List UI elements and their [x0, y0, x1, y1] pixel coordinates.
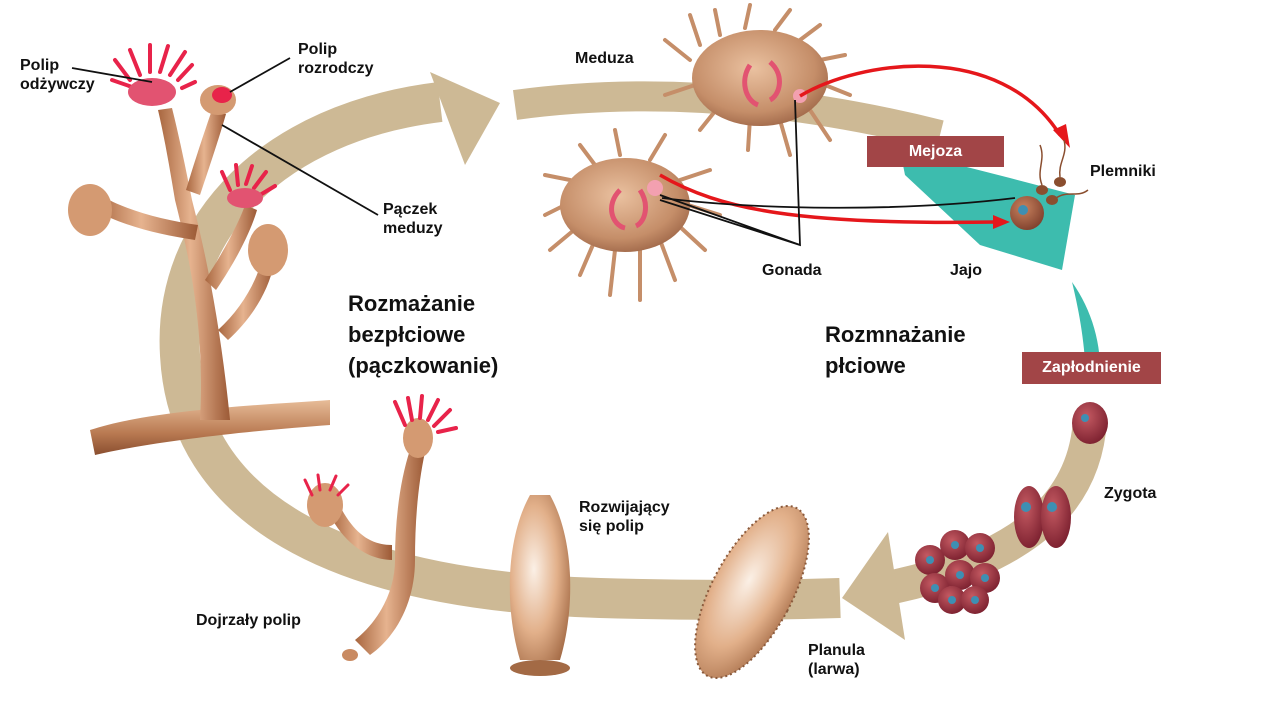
phase-sexual: Rozmnażanie płciowe [825, 322, 966, 378]
process-fertilization: Zapłodnienie [1022, 352, 1161, 384]
teal-arrow-meiosis [900, 150, 1075, 270]
label-feeding-polyp: Polip odżywczy [20, 57, 95, 93]
mature-polyp [303, 394, 458, 661]
sperm-red-arrowhead [1053, 124, 1070, 148]
label-mature-polyp: Dojrzały polip [196, 612, 301, 629]
planula-larva [694, 505, 810, 679]
label-medusa-bud: Pączek meduzy [383, 201, 443, 237]
sperm-cells [1036, 139, 1089, 205]
callout-reproductive-polyp [229, 57, 291, 93]
egg-callout-line [661, 197, 1016, 209]
morula [915, 530, 1000, 614]
label-zygote: Zygota [1104, 485, 1157, 502]
label-reproductive-polyp: Polip rozrodczy [298, 41, 374, 77]
developing-polyp [509, 495, 571, 676]
medusa-bottom [543, 128, 722, 302]
gonad-callout-lines [659, 99, 801, 247]
sperm-red-arrow [799, 64, 1062, 136]
medusa-top [663, 3, 852, 157]
zygote-two-cell [1014, 486, 1071, 548]
callout-medusa-bud [221, 124, 379, 216]
label-medusa: Meduza [575, 50, 634, 67]
callout-feeding-polyp [71, 67, 153, 83]
egg-red-arrow [659, 173, 996, 225]
process-meiosis: Mejoza [867, 136, 1004, 167]
egg-nucleus [1018, 205, 1028, 215]
label-planula: Planula (larwa) [808, 642, 865, 678]
zygote-single [1072, 402, 1108, 444]
label-developing-polyp: Rozwijający się polip [579, 499, 670, 535]
label-gonad: Gonada [762, 262, 822, 279]
label-egg: Jajo [950, 262, 983, 279]
cycle-arrowhead-top [430, 72, 500, 165]
cycle-arrowhead-bottom [842, 532, 905, 640]
phase-asexual: Rozmażanie bezpłciowe (pączkowanie) [348, 291, 499, 378]
zygote-nucleus [1081, 414, 1089, 422]
polyp-colony [68, 43, 330, 455]
cycle-arrow-asexual [159, 82, 841, 620]
egg-red-arrowhead [993, 215, 1010, 229]
label-sperm: Plemniki [1090, 163, 1156, 180]
